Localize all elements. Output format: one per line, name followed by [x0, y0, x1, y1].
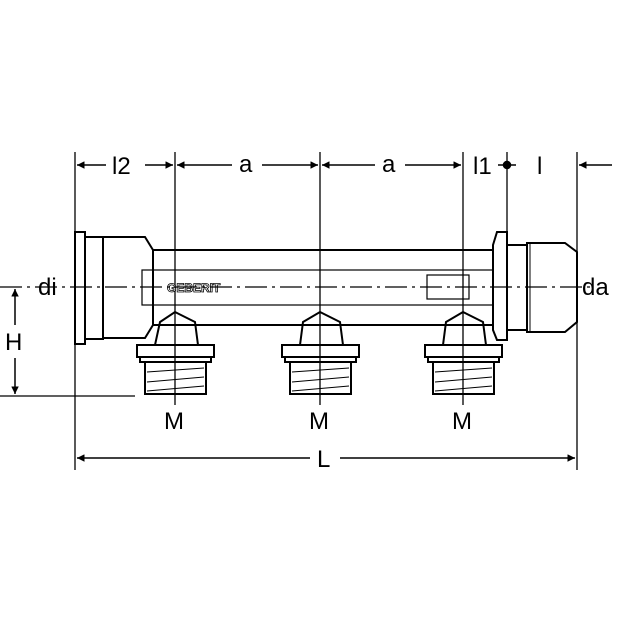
- dim-label-l2: l2: [112, 153, 131, 180]
- thread-label-2: M: [309, 408, 329, 435]
- outlet-3: [424, 310, 503, 395]
- dim-label-L: L: [317, 446, 330, 473]
- dim-label-da: da: [582, 274, 609, 301]
- thread-label-3: M: [452, 408, 472, 435]
- dim-label-H: H: [5, 329, 22, 356]
- dim-label-l1: l1: [473, 153, 492, 180]
- geberit-logo: GEBERIT: [167, 281, 221, 295]
- dim-label-a-2: a: [382, 151, 396, 178]
- top-dimensions: [77, 160, 612, 170]
- outlet-2: [281, 310, 360, 395]
- dim-label-l: l: [537, 153, 542, 180]
- manifold-body: [74, 231, 578, 345]
- dim-label-a-1: a: [239, 151, 253, 178]
- thread-label-1: M: [164, 408, 184, 435]
- outlets: [136, 310, 503, 395]
- dim-label-di: di: [38, 274, 57, 301]
- outlet-1: [136, 310, 215, 395]
